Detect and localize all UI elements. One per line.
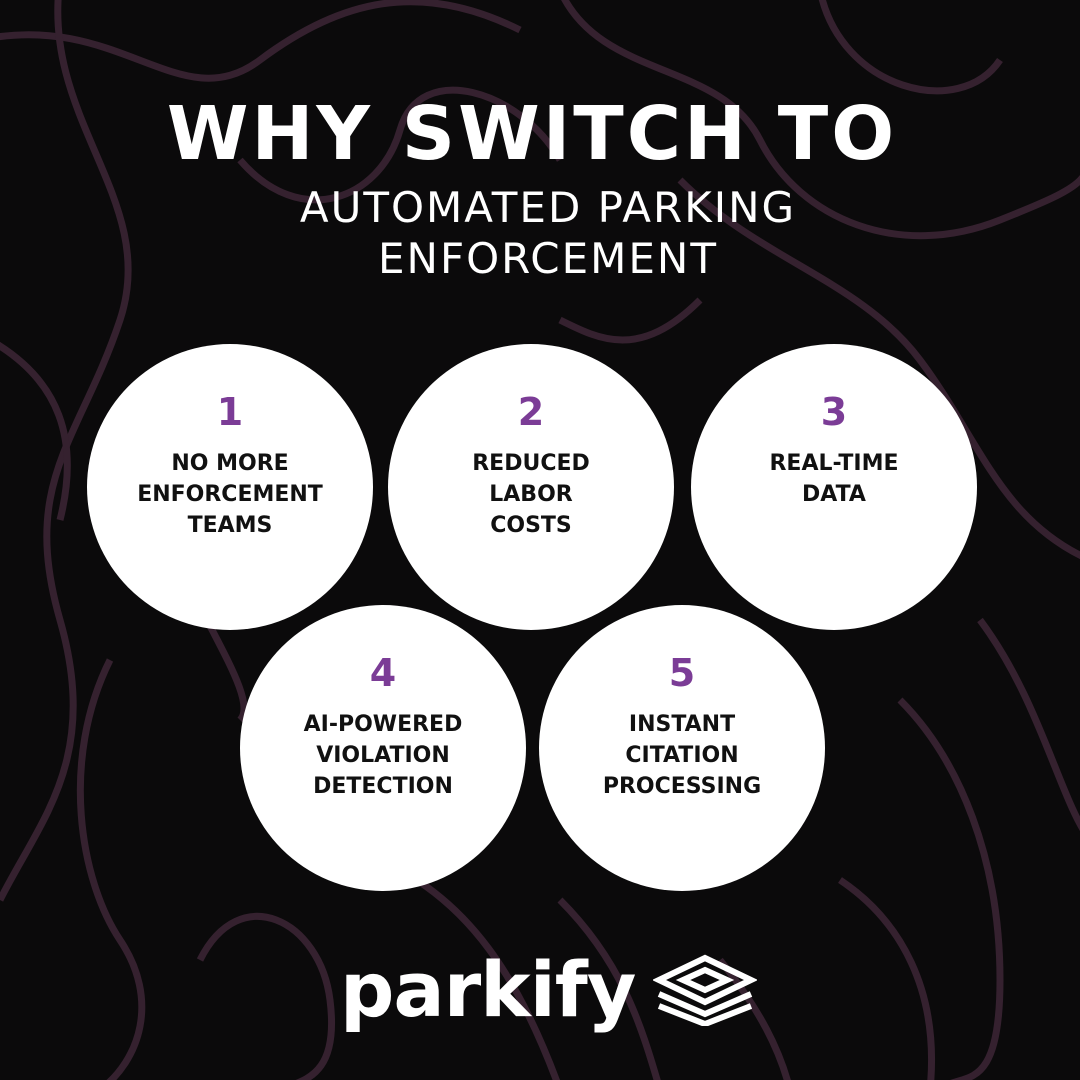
reason-circle-3: 3 REAL-TIME DATA [691, 344, 977, 630]
stacked-layers-icon [653, 954, 758, 1026]
reason-label: INSTANT CITATION PROCESSING [602, 712, 762, 799]
parkify-logo: parkify [340, 945, 758, 1034]
reason-number: 4 [369, 651, 397, 695]
brand-name: parkify [340, 945, 636, 1034]
subheadline-line-1: AUTOMATED PARKING [299, 183, 797, 232]
reason-label: AI-POWERED VIOLATION DETECTION [303, 712, 463, 799]
headline: WHY SWITCH TO [166, 91, 898, 177]
reason-label: NO MORE ENFORCEMENT TEAMS [137, 451, 323, 538]
subheadline-line-2: ENFORCEMENT [378, 234, 718, 283]
reason-label: REAL-TIME DATA [769, 451, 899, 507]
reason-number: 1 [216, 390, 244, 434]
reason-label: REDUCED LABOR COSTS [472, 451, 590, 538]
reason-circle-4: 4 AI-POWERED VIOLATION DETECTION [240, 605, 526, 891]
reason-number: 2 [517, 390, 545, 434]
reason-number: 5 [668, 651, 696, 695]
reason-circle-1: 1 NO MORE ENFORCEMENT TEAMS [87, 344, 373, 630]
subheadline: AUTOMATED PARKING ENFORCEMENT [0, 182, 1080, 284]
reason-circle-5: 5 INSTANT CITATION PROCESSING [539, 605, 825, 891]
reason-number: 3 [820, 390, 848, 434]
reason-circle-2: 2 REDUCED LABOR COSTS [388, 344, 674, 630]
